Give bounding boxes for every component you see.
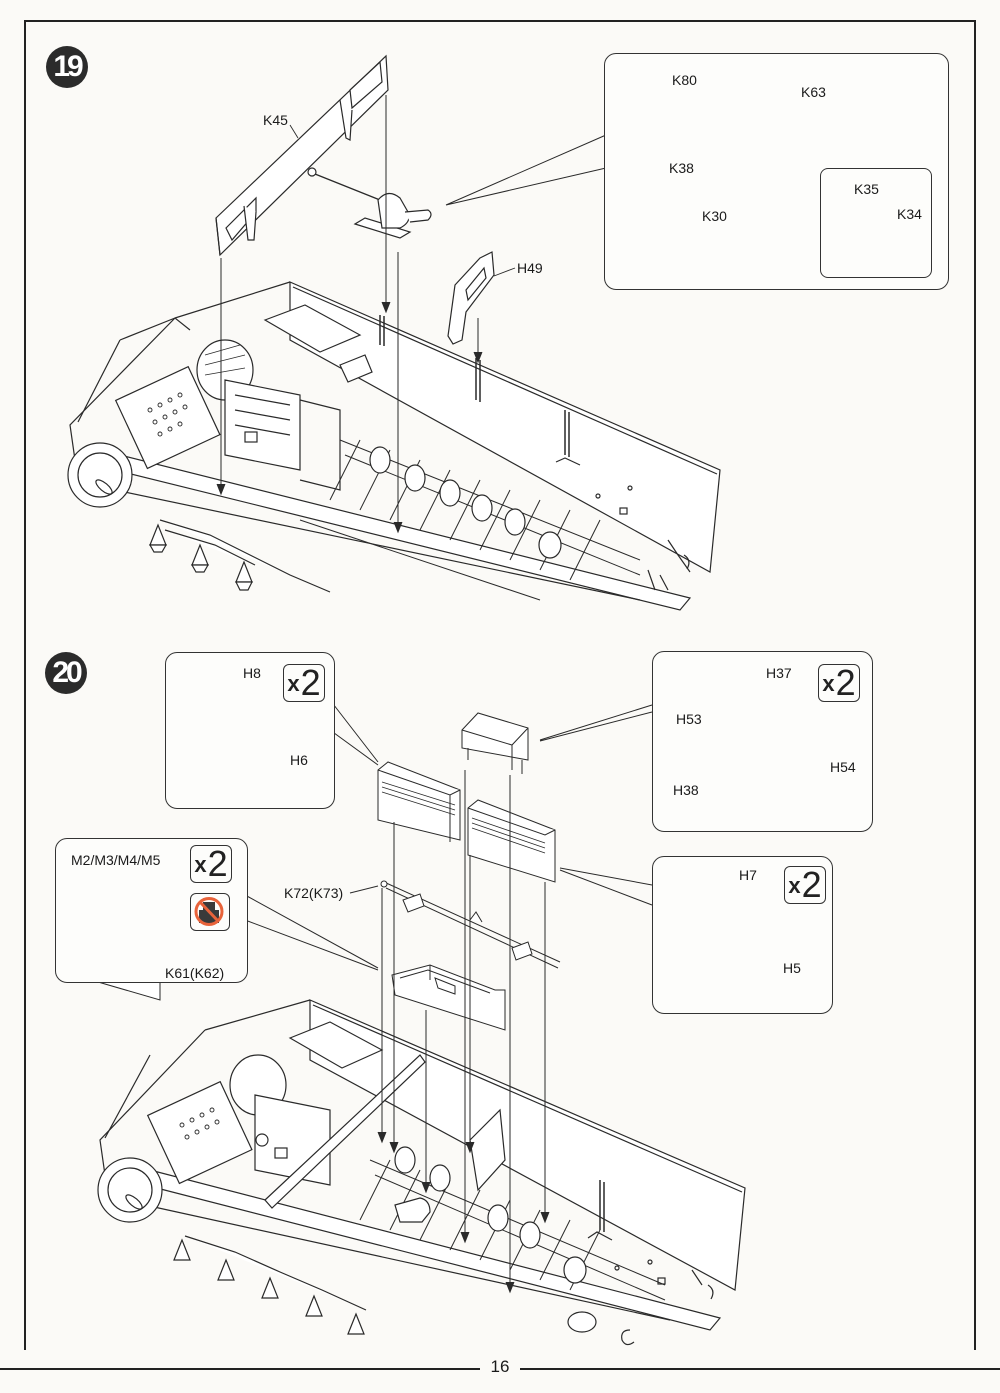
part-label-k45: K45	[263, 112, 288, 128]
part-label-k35: K35	[854, 181, 879, 197]
part-gun-mount-assembled	[307, 167, 432, 239]
part-label-h8: H8	[243, 665, 261, 681]
part-label-h54: H54	[830, 759, 856, 775]
no-glue-symbol	[194, 897, 224, 926]
part-label-h38: H38	[673, 782, 699, 798]
part-label-k61: K61(K62)	[165, 965, 225, 981]
quantity-prefix: x	[788, 873, 801, 898]
callout-right-bin	[652, 856, 833, 1014]
page-number: 16	[490, 1357, 510, 1376]
step-number-badge: 19	[46, 46, 88, 88]
sub-callout-k34-k35	[820, 168, 932, 278]
step20-hull-drawing	[97, 999, 746, 1346]
part-label-k34: K34	[897, 206, 922, 222]
part-h49	[447, 251, 495, 345]
part-label-h5: H5	[783, 960, 801, 976]
footer-rule-left	[0, 1368, 480, 1370]
part-label-h37: H37	[766, 665, 792, 681]
part-label-h6: H6	[290, 752, 308, 768]
footer-rule-right	[520, 1368, 1000, 1370]
part-label-k38: K38	[669, 160, 694, 176]
step20-guide-lines	[377, 770, 550, 1294]
callout-left-bin	[165, 652, 335, 809]
quantity-value: 2	[300, 662, 321, 703]
part-k45	[215, 54, 389, 257]
part-label-ammo: M2/M3/M4/M5	[71, 852, 161, 868]
part-label-h49: H49	[517, 260, 543, 276]
step19-callout-pointer	[445, 134, 607, 206]
step20-floating-parts	[377, 712, 561, 1031]
quantity-value: 2	[801, 864, 822, 905]
step19-hull-drawing	[67, 281, 721, 611]
part-label-k80: K80	[672, 72, 697, 88]
part-label-k72: K72(K73)	[284, 885, 344, 901]
page-frame	[24, 20, 976, 1350]
step20-callout-pointers	[244, 699, 653, 971]
callout-ammo-rack	[55, 838, 248, 983]
quantity-prefix: x	[194, 852, 207, 877]
part-label-k30: K30	[702, 208, 727, 224]
part-label-h7: H7	[739, 867, 757, 883]
quantity-prefix: x	[822, 671, 835, 696]
part-label-k63: K63	[801, 84, 826, 100]
step-number-badge: 20	[45, 652, 87, 694]
step19-guide-lines	[216, 95, 483, 534]
callout-center-box	[652, 651, 873, 832]
quantity-value: 2	[835, 662, 856, 703]
quantity-value: 2	[207, 843, 228, 884]
quantity-prefix: x	[287, 671, 300, 696]
no-glue-icon	[190, 893, 230, 931]
part-label-h53: H53	[676, 711, 702, 727]
